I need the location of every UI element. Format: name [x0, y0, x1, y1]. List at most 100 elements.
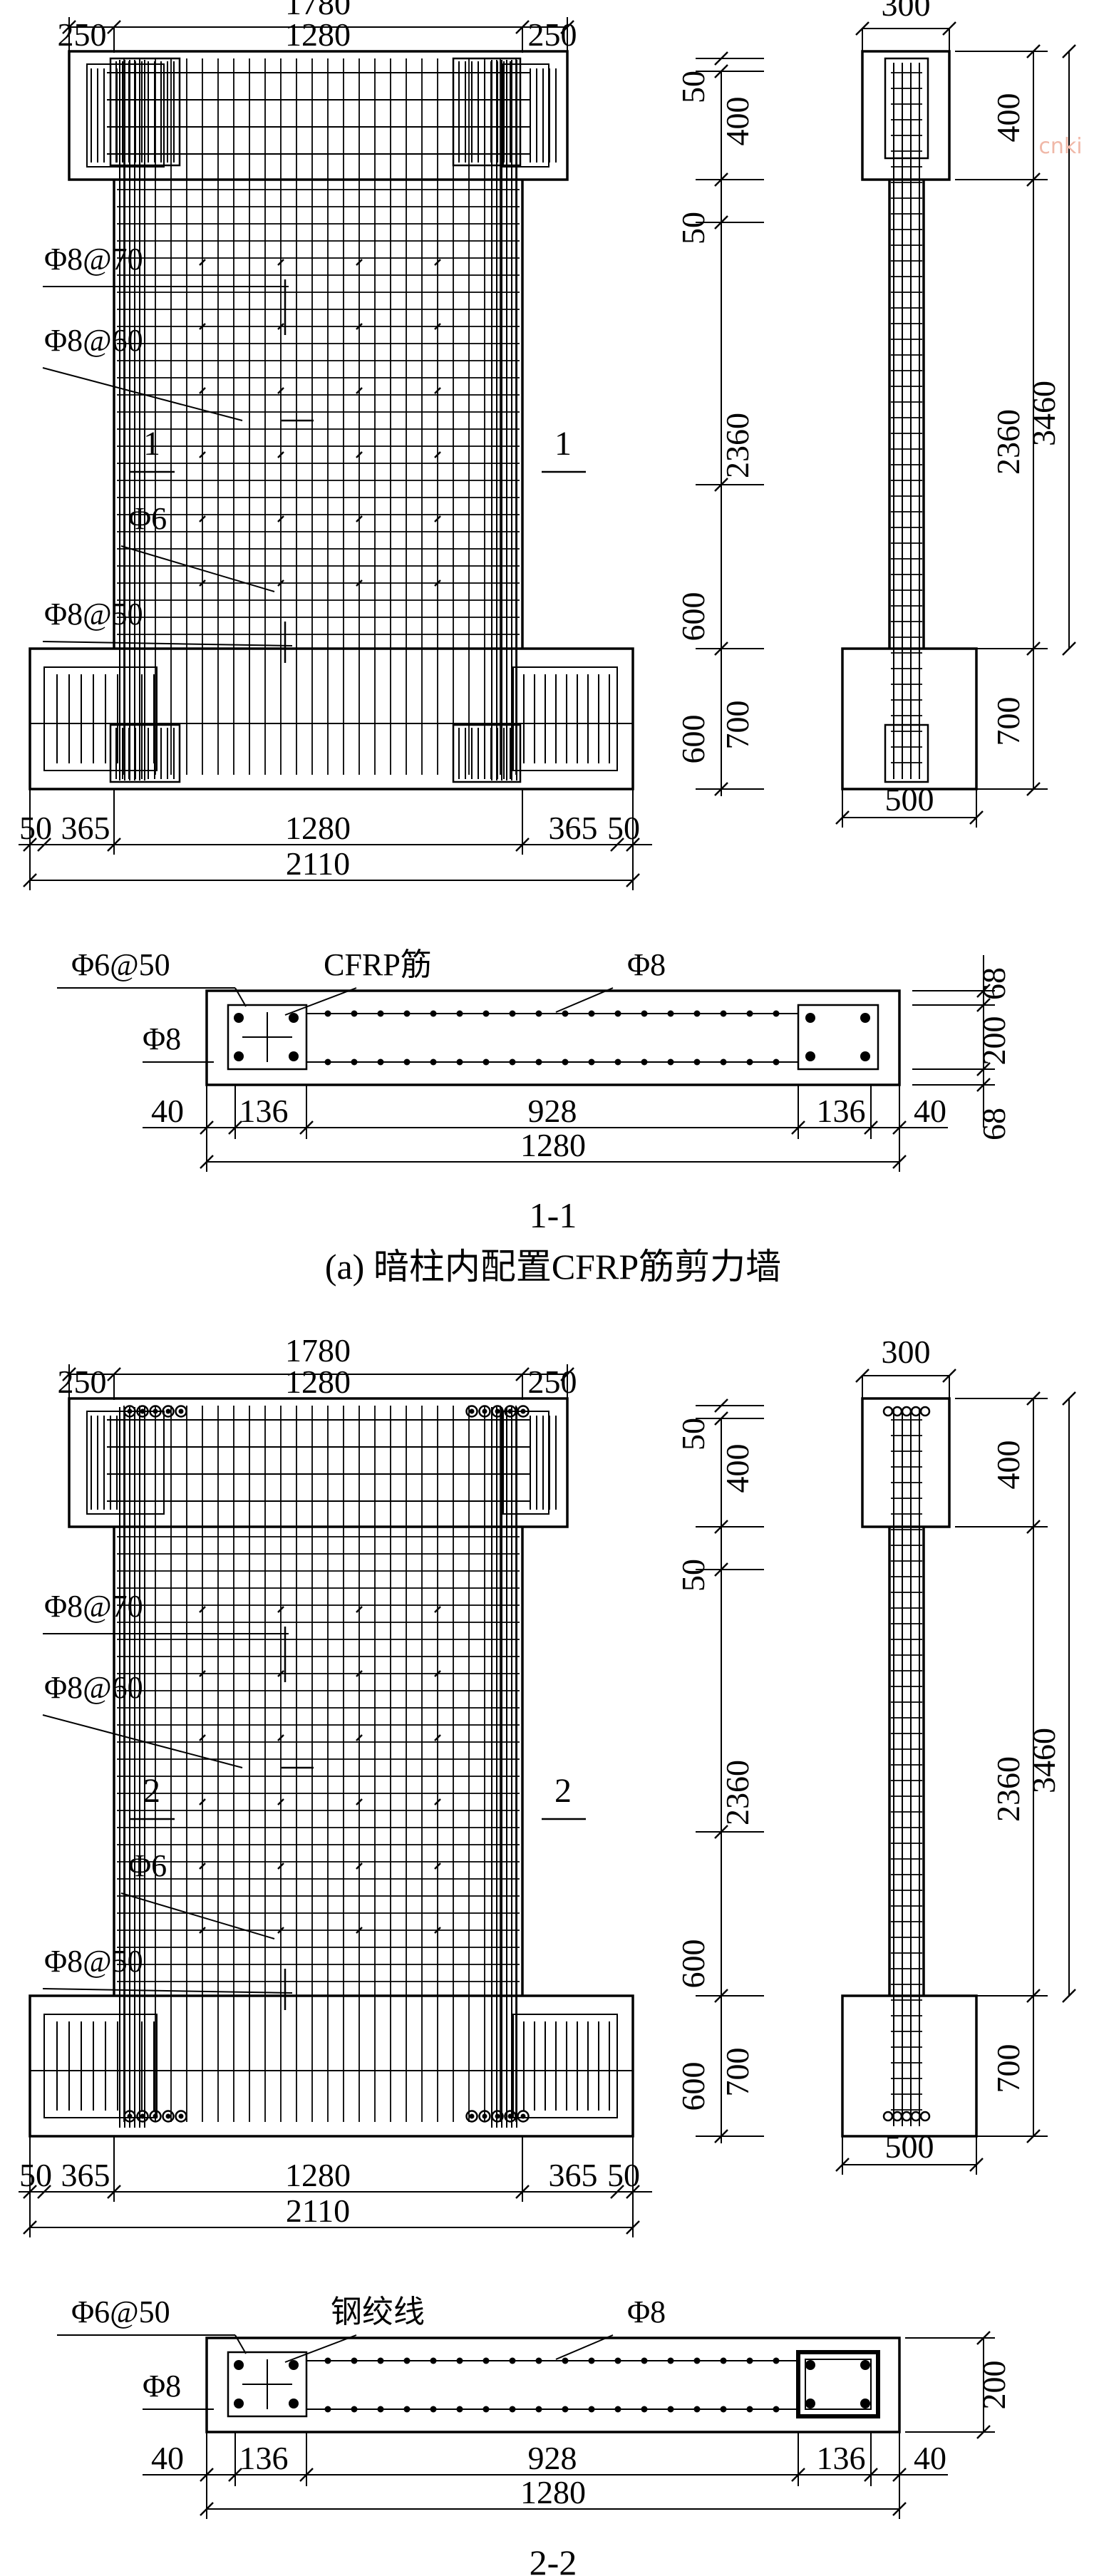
strand-bottom — [149, 2110, 162, 2123]
dimension-tick — [23, 2185, 37, 2199]
tie-mark — [199, 259, 206, 266]
dimension-tick — [626, 2185, 640, 2199]
vdim-0: 50 — [675, 1418, 711, 1451]
sec-dim-3: 136 — [817, 1093, 866, 1129]
strand-core — [482, 2113, 487, 2119]
dimension-tick — [37, 838, 51, 852]
top-beam-outline — [68, 1397, 569, 1528]
sec-dim-3: 136 — [817, 2440, 866, 2476]
section-bottom-dot — [614, 1058, 621, 1066]
vdim-3: 2360 — [719, 413, 755, 478]
tie-mark — [356, 1798, 363, 1805]
tie-mark — [434, 387, 441, 394]
vdim-2: 50 — [675, 1559, 711, 1592]
tie-mark — [199, 1606, 206, 1613]
section-top-dot — [351, 1010, 358, 1017]
tie-mark — [434, 1798, 441, 1805]
tie-mark — [277, 451, 284, 458]
tie-mark — [277, 1863, 284, 1870]
section-bottom-dot — [456, 1058, 463, 1066]
tie-mark — [434, 323, 441, 330]
leader-line — [555, 987, 614, 1013]
dim-bottom-wall: 1280 — [285, 810, 351, 846]
dimension-tick — [626, 2220, 640, 2235]
vdim-2: 50 — [675, 212, 711, 244]
rebar-label-0: Φ8@70 — [44, 1589, 143, 1624]
section-bottom-dot — [535, 2406, 542, 2413]
rebar-label-3: Φ8@50 — [44, 1944, 143, 1979]
vdim-0: 50 — [675, 71, 711, 103]
section-top-dot — [720, 2357, 727, 2364]
foundation-outline — [29, 1994, 634, 2138]
section-bottom-dot — [693, 1058, 701, 1066]
dim-bottom-total: 2110 — [286, 2193, 350, 2229]
strand-core — [178, 2113, 184, 2119]
side-vdim-1: 2360 — [990, 1756, 1026, 1822]
section-bottom-dot — [324, 2406, 331, 2413]
leader-line — [555, 2334, 614, 2360]
rebar-label-2: Φ6 — [128, 501, 167, 536]
dim-bottom-right: 365 — [549, 2157, 598, 2193]
column-corner-bar — [234, 2360, 244, 2370]
section-label-stirrup: Φ6@50 — [71, 947, 170, 982]
dim-top-left: 250 — [58, 1364, 107, 1400]
tie-mark — [356, 1670, 363, 1677]
tie-mark — [199, 1927, 206, 1934]
strand-top — [465, 1405, 478, 1418]
rebar-label-0: Φ8@70 — [44, 242, 143, 277]
dimension-tick — [1062, 1989, 1076, 2003]
column-corner-bar — [289, 1051, 299, 1061]
strand-core — [482, 1408, 487, 1414]
section-top-dot — [588, 1010, 595, 1017]
side-strand-top — [901, 1406, 912, 1417]
column-corner-bar — [234, 2399, 244, 2408]
strand-core — [140, 1408, 145, 1414]
section-outline — [205, 989, 901, 1086]
leader-line — [234, 2334, 247, 2354]
section-top-dot — [403, 2357, 411, 2364]
sec-dim-2: 928 — [528, 2440, 577, 2476]
tie-mark — [356, 387, 363, 394]
strand-top — [136, 1405, 149, 1418]
vdim-1: 400 — [719, 97, 755, 146]
dimension-tick — [610, 2185, 624, 2199]
column-corner-bar — [289, 1013, 299, 1023]
side-strand-bottom — [882, 2111, 894, 2122]
rebar-label-1: Φ8@60 — [44, 323, 143, 358]
side-dim-top: 300 — [882, 0, 931, 23]
side-dim-bottom: 500 — [885, 2128, 934, 2165]
sec-rdim-1: 200 — [976, 1016, 1012, 1066]
strand-top — [149, 1405, 162, 1418]
dim-top-right: 250 — [528, 1364, 577, 1400]
section-column-right — [796, 2350, 880, 2418]
vdim-6: 700 — [719, 701, 755, 750]
tie-mark — [277, 387, 284, 394]
strand-top — [123, 1405, 136, 1418]
section-bottom-dot — [377, 2406, 384, 2413]
strand-top — [504, 1405, 517, 1418]
tie-mark — [434, 1670, 441, 1677]
side-foundation — [841, 1994, 978, 2138]
strand-core — [153, 2113, 158, 2119]
foundation-stirrup-left — [43, 666, 158, 771]
section-bottom-dot — [456, 2406, 463, 2413]
dimension-tick — [1062, 1391, 1076, 1406]
tie-mark — [434, 515, 441, 522]
side-vdim-1: 2360 — [990, 409, 1026, 475]
vdim-4: 600 — [675, 1939, 711, 1989]
dim-bottom-right-edge: 50 — [607, 810, 640, 846]
column-corner-bar — [805, 1051, 815, 1061]
section-label-main: 钢绞线 — [331, 2294, 425, 2329]
section-bottom-dot — [667, 1058, 674, 1066]
vdim-1: 400 — [719, 1444, 755, 1493]
leader-line — [42, 641, 293, 646]
section-bottom-dot — [641, 1058, 648, 1066]
dim-top-left: 250 — [58, 16, 107, 53]
section-bottom-dot — [562, 1058, 569, 1066]
section-column-left — [227, 2351, 308, 2418]
strand-top — [517, 1405, 530, 1418]
section-top-dot — [588, 2357, 595, 2364]
strand-core — [165, 1408, 171, 1414]
strand-bottom — [504, 2110, 517, 2123]
